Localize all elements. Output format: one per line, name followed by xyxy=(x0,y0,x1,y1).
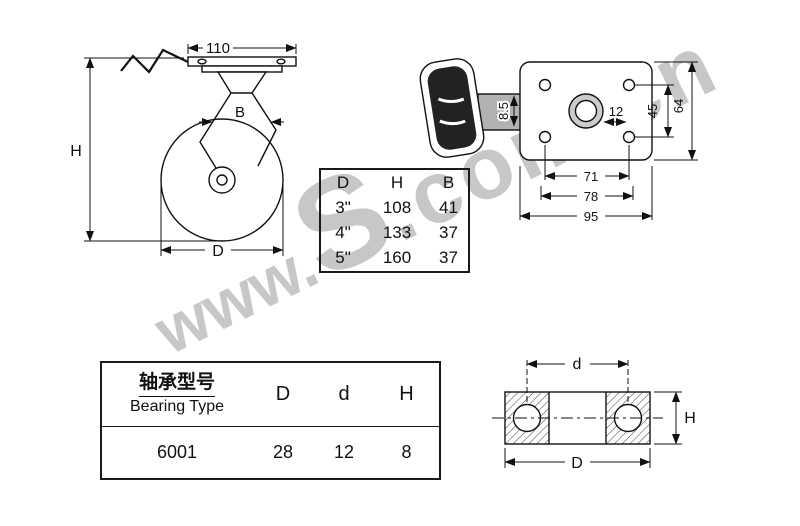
bearing-spec-table: 轴承型号 Bearing Type D d H 6001 28 12 8 xyxy=(100,361,441,480)
size-table-cell: 4" xyxy=(335,223,351,243)
pedal-grip-line xyxy=(437,97,465,104)
dim-hole-span-h-label: 71 xyxy=(584,169,598,184)
dim-overall-height-label: H xyxy=(70,143,82,160)
size-table-cell: 108 xyxy=(382,197,412,217)
caster-dimension-lines xyxy=(84,44,297,256)
size-table-cell: 37 xyxy=(439,248,458,268)
bearing-model: 6001 xyxy=(156,442,198,462)
size-table-row: 4" 133 37 xyxy=(321,223,468,243)
brake-lever xyxy=(120,48,189,74)
plate-dim-labels: 8.5 12 45 64 71 78 95 xyxy=(494,99,686,224)
size-table-cell: 160 xyxy=(382,248,412,268)
dim-bearing-od-label: D xyxy=(571,455,583,472)
plate-hole xyxy=(538,130,552,144)
kingpin-hole-inner xyxy=(574,99,598,123)
plate-bolt-hole xyxy=(276,58,286,65)
dim-slot-width-label: 8.5 xyxy=(496,102,511,120)
dim-fork-width-label: B xyxy=(235,104,245,121)
brake-pedal xyxy=(419,58,485,158)
bearing-table-header-H: H xyxy=(399,383,414,405)
brake-pedal-pad xyxy=(427,66,477,150)
size-table-cell: 37 xyxy=(439,223,458,243)
size-table-cell: 3" xyxy=(335,197,351,217)
bearing-table-header-d: d xyxy=(338,383,350,405)
bearing-dimension-lines xyxy=(504,358,682,468)
size-table-cell: 5" xyxy=(335,248,351,268)
swivel-race xyxy=(201,65,283,73)
caster-side-view xyxy=(120,48,297,242)
plate-dimension-lines xyxy=(510,61,698,220)
size-table-header-row: D H B xyxy=(321,173,468,193)
caster-dim-labels: 110 H B D xyxy=(70,40,245,260)
plate-hole xyxy=(538,78,552,92)
dim-bearing-width-label: H xyxy=(684,410,696,427)
size-table-cell: 41 xyxy=(439,197,458,217)
swivel-head xyxy=(216,71,268,94)
wheel xyxy=(160,118,284,242)
bearing-section-view xyxy=(492,391,663,445)
dim-mid-width-label: 78 xyxy=(584,189,598,204)
dim-hole-span-v-label: 45 xyxy=(645,104,660,118)
dim-plate-height-label: 64 xyxy=(671,99,686,113)
fork-right xyxy=(251,92,277,167)
size-table-row: 3" 108 41 xyxy=(321,198,468,218)
top-plate xyxy=(187,56,297,67)
fork-left xyxy=(199,92,232,169)
bearing-type-label-cn: 轴承型号 xyxy=(138,371,215,397)
size-table-header-b: B xyxy=(442,172,455,192)
bearing-value-D: 28 xyxy=(272,442,294,462)
dim-plate-width-label: 95 xyxy=(584,209,598,224)
dim-bore-label: d xyxy=(573,356,582,373)
bearing-type-title: 轴承型号 Bearing Type xyxy=(102,371,252,417)
dim-wheel-diameter-label: D xyxy=(212,243,224,260)
bearing-dim-labels: d H D xyxy=(571,356,696,472)
pedal-grip-line xyxy=(439,119,466,126)
dim-plate-length-label: 110 xyxy=(206,40,230,57)
plate-hole xyxy=(622,78,636,92)
wheel-hub xyxy=(208,166,236,194)
size-table-header-d: D xyxy=(336,172,350,192)
bearing-table-header-D: D xyxy=(275,383,291,405)
bearing-value-d: 12 xyxy=(333,442,355,462)
dim-hole-offset-label: 12 xyxy=(609,104,623,119)
bearing-type-label-en: Bearing Type xyxy=(130,397,224,415)
size-table-row: 5" 160 37 xyxy=(321,248,468,268)
plate-top-view xyxy=(419,58,653,161)
bearing-table-header-row: 轴承型号 Bearing Type D d H xyxy=(102,363,439,426)
bearing-table-data-row: 6001 28 12 8 xyxy=(102,426,439,478)
size-table-cell: 133 xyxy=(382,223,412,243)
bearing-value-H: 8 xyxy=(401,442,412,462)
plate-bolt-hole xyxy=(197,58,207,65)
caster-size-table: D H B 3" 108 41 4" 133 37 5" 160 37 xyxy=(319,168,470,273)
size-table-header-h: H xyxy=(390,172,404,192)
axle-bolt xyxy=(216,174,228,186)
plate-hole xyxy=(622,130,636,144)
